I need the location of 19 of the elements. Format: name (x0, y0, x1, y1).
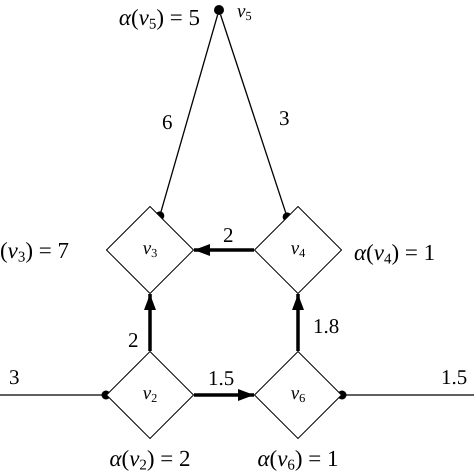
vertex-label: v$_{2}$ (142, 384, 158, 404)
arrow (144, 294, 156, 351)
weight-annotation: (v$_{3}$) = 7 (0, 239, 69, 266)
edge-line (338, 390, 474, 400)
vertex-dot (214, 5, 224, 15)
arrow (194, 244, 254, 256)
edge-line (0, 390, 110, 400)
weight-annotation: α(v$_{5}$) = 5 (118, 6, 200, 33)
vertex-label: v$_{4}$ (290, 239, 306, 260)
vertex-label: v$_{3}$ (142, 239, 158, 260)
weight-annotation: α(v$_{2}$) = 2 (109, 447, 191, 474)
weight-annotation: α(v$_{6}$) = 1 (257, 447, 339, 474)
arrow (292, 294, 304, 351)
edge-line (220, 14, 292, 222)
vertex-label: v$_{5}$ (237, 2, 252, 22)
edge-line (155, 14, 218, 220)
vertex-label: v$_{6}$ (290, 384, 306, 404)
arrow (194, 389, 254, 401)
weight-annotation: α(v$_{4}$) = 1 (354, 241, 436, 268)
